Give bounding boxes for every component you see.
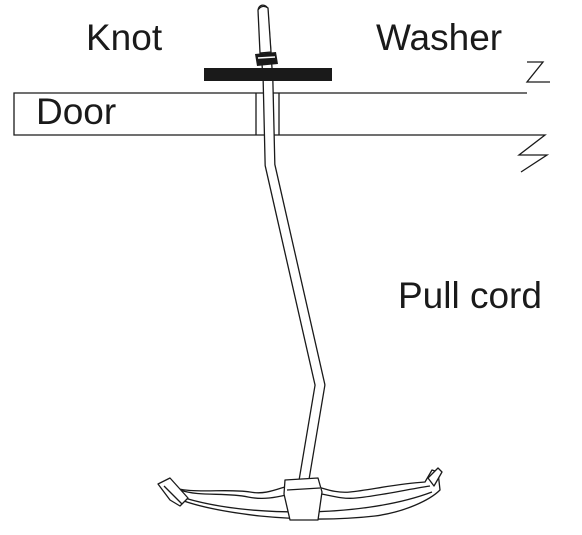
washer-plate [204,68,332,81]
label-door: Door [36,91,117,132]
label-knot: Knot [86,17,163,58]
door-hole [255,93,280,135]
cord-tip [257,5,272,54]
knot-shape [255,52,278,66]
pull-handle [157,467,443,521]
label-washer: Washer [376,17,503,58]
label-pull-cord: Pull cord [398,275,542,316]
door-break-lines [517,61,550,173]
